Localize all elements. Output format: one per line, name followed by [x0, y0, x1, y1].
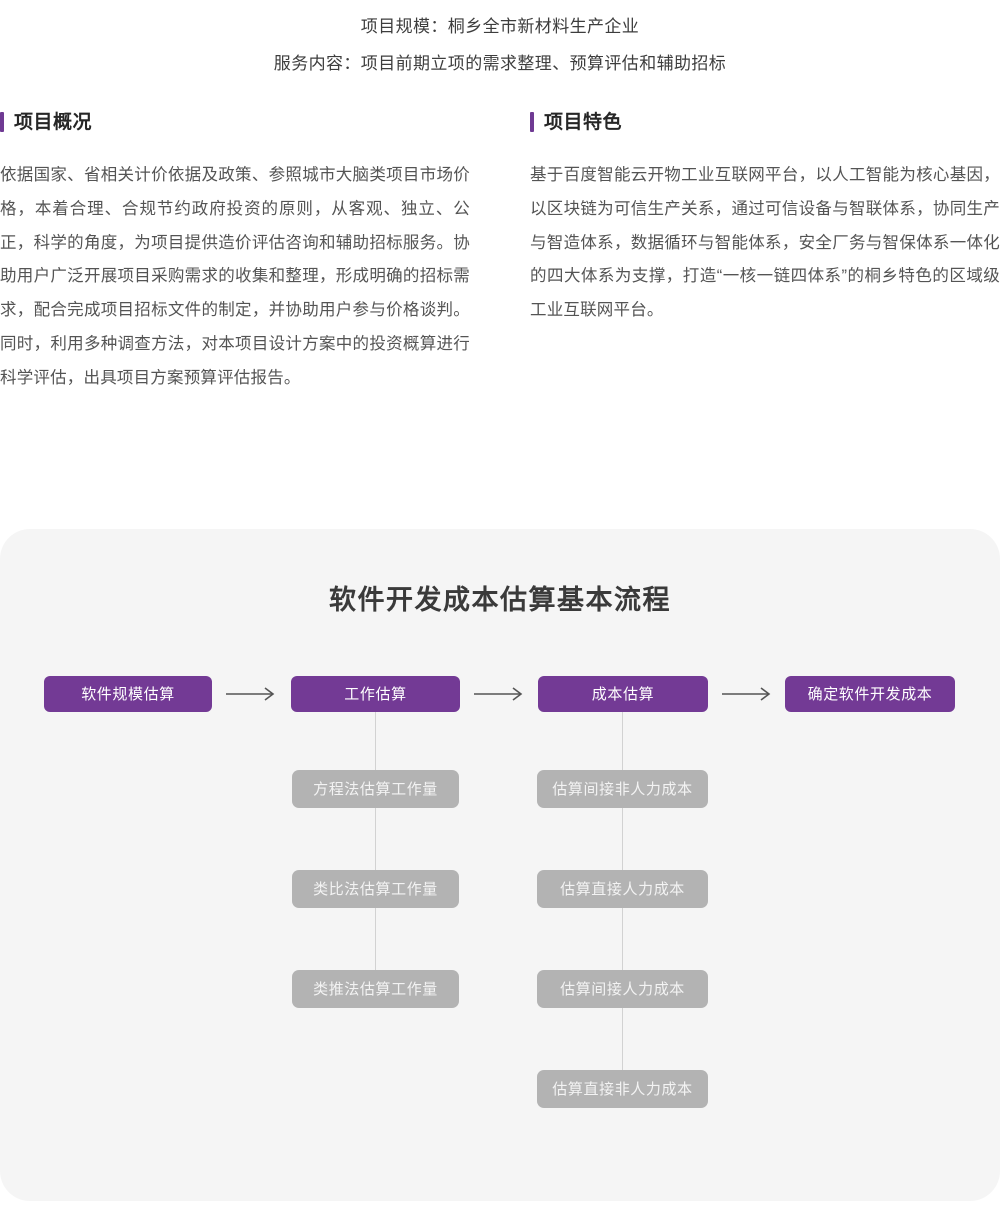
arrow-right-icon: [722, 685, 774, 703]
flow-subnode-analogy-method-workload[interactable]: 类比法估算工作量: [292, 870, 459, 908]
flow-subnode-analogical-method-workload[interactable]: 类推法估算工作量: [292, 970, 459, 1008]
project-overview-title: 项目概况: [14, 111, 93, 133]
project-overview-text: 依据国家、省相关计价依据及政策、参照城市大脑类项目市场价格，本着合理、合规节约政…: [0, 166, 470, 387]
flow-node-work-estimation[interactable]: 工作估算: [291, 676, 460, 712]
project-scale-line: 项目规模：桐乡全市新材料生产企业: [360, 17, 640, 36]
flow-subnode-direct-nonlabor-cost[interactable]: 估算直接非人力成本: [537, 1070, 708, 1108]
project-features-text: 基于百度智能云开物工业互联网平台，以人工智能为核心基因，以区块链为可信生产关系，…: [530, 166, 1000, 320]
flow-node-software-scale-estimation[interactable]: 软件规模估算: [44, 676, 212, 712]
column-gap: [470, 112, 530, 396]
accent-bar-icon: [0, 112, 4, 132]
flow-subnode-direct-labor-cost[interactable]: 估算直接人力成本: [537, 870, 708, 908]
arrow-right-icon: [226, 685, 278, 703]
flow-subnode-indirect-labor-cost[interactable]: 估算间接人力成本: [537, 970, 708, 1008]
flow-node-determine-software-cost[interactable]: 确定软件开发成本: [785, 676, 955, 712]
flow-diagram-card: 软件开发成本估算基本流程: [0, 529, 1000, 1201]
project-features-heading: 项目特色: [530, 112, 1000, 132]
flow-node-cost-estimation[interactable]: 成本估算: [538, 676, 708, 712]
flow-diagram-title: 软件开发成本估算基本流程: [329, 585, 671, 615]
accent-bar-icon: [530, 112, 534, 132]
project-overview-column: 项目概况 依据国家、省相关计价依据及政策、参照城市大脑类项目市场价格，本着合理、…: [0, 112, 470, 396]
project-features-title: 项目特色: [544, 111, 623, 133]
connector-line-work: [375, 712, 376, 1008]
service-content-line: 服务内容：项目前期立项的需求整理、预算评估和辅助招标: [273, 54, 727, 73]
intro-block: 项目规模：桐乡全市新材料生产企业 服务内容：项目前期立项的需求整理、预算评估和辅…: [0, 0, 1000, 72]
project-overview-heading: 项目概况: [0, 112, 470, 132]
project-features-column: 项目特色 基于百度智能云开物工业互联网平台，以人工智能为核心基因，以区块链为可信…: [530, 112, 1000, 396]
flow-subnode-indirect-nonlabor-cost[interactable]: 估算间接非人力成本: [537, 770, 708, 808]
connector-line-cost: [622, 712, 623, 1108]
two-column-body: 项目概况 依据国家、省相关计价依据及政策、参照城市大脑类项目市场价格，本着合理、…: [0, 112, 1000, 396]
flow-subnode-equation-method-workload[interactable]: 方程法估算工作量: [292, 770, 459, 808]
arrow-right-icon: [474, 685, 526, 703]
